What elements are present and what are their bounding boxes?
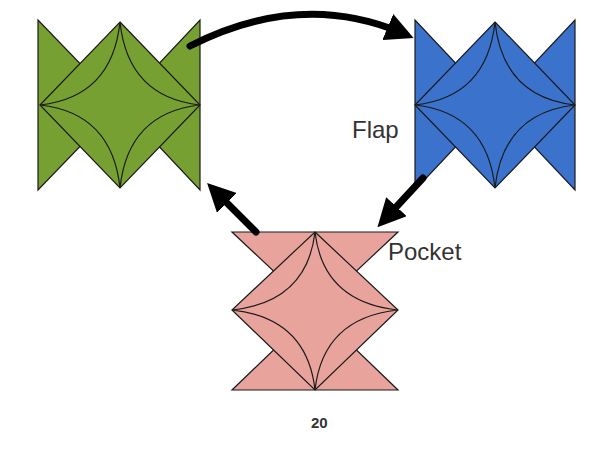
part-label: Flap: [352, 118, 399, 142]
page-number: 20: [311, 415, 328, 430]
pink-unit: [232, 232, 398, 390]
blue-unit: [415, 20, 575, 190]
green-unit: [38, 20, 200, 190]
part-label: Pocket: [388, 240, 461, 264]
cycle-arrows: [190, 14, 423, 232]
